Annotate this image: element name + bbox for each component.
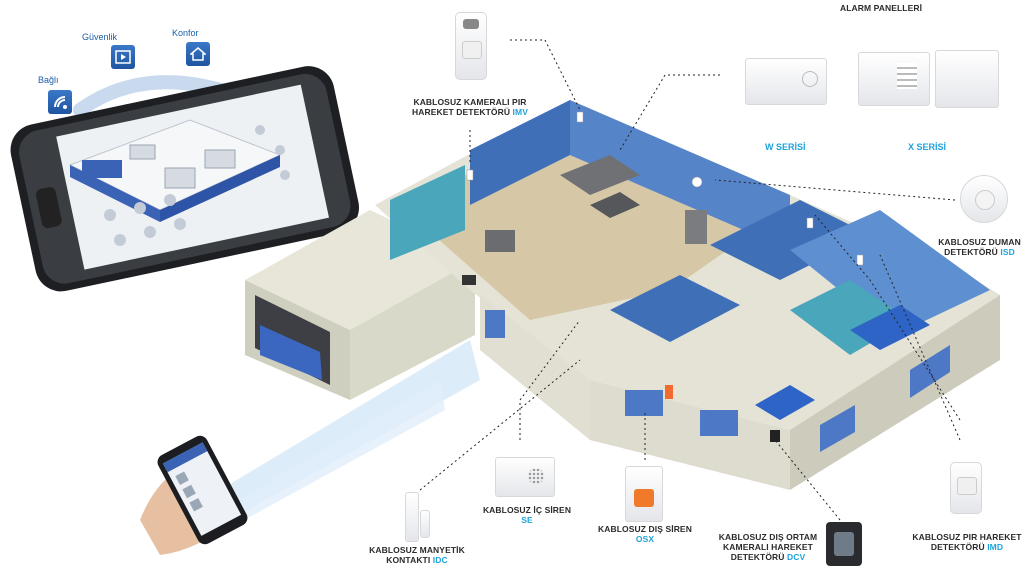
house-illustration	[245, 100, 1000, 490]
wifi-icon[interactable]	[48, 90, 72, 114]
se-code: SE	[521, 515, 533, 525]
x-series-label: X SERİSİ	[908, 142, 947, 152]
smartphone-illustration	[10, 66, 359, 292]
isd-label: KABLOSUZ DUMAN DETEKTÖRÜ ISD	[938, 237, 1021, 257]
imd-device-image	[950, 462, 982, 514]
connector-imd	[814, 214, 961, 421]
se-label: KABLOSUZ İÇ SİREN SE	[472, 505, 582, 525]
connector-idc	[419, 359, 581, 491]
connector-imv	[510, 39, 581, 111]
connector-imd-2	[879, 254, 961, 441]
idc-code: IDC	[432, 555, 448, 565]
imd-code: IMD	[987, 542, 1004, 552]
video-icon[interactable]	[111, 45, 135, 69]
x-series-panel-image	[935, 50, 999, 108]
isd-code: ISD	[1000, 247, 1015, 257]
isd-device-image	[960, 175, 1008, 223]
idc-label: KABLOSUZ MANYETİK KONTAKTI IDC	[369, 545, 465, 565]
dcv-label: KABLOSUZ DIŞ ORTAM KAMERALI HAREKET DETE…	[718, 532, 818, 562]
w-series-label: W SERİSİ	[765, 142, 806, 152]
hand-phone-illustration	[140, 340, 480, 555]
app-label-connected: Bağlı	[38, 75, 59, 85]
dcv-code: DCV	[787, 552, 806, 562]
connector-se	[519, 319, 581, 440]
connector-dcv	[774, 439, 841, 521]
osx-device-image	[625, 466, 663, 522]
osx-code: OSX	[635, 534, 655, 544]
app-label-security: Güvenlik	[82, 32, 118, 42]
connector-isd	[714, 179, 956, 201]
imv-device-image	[455, 12, 487, 80]
x-series-keypad-image	[858, 52, 930, 106]
panels-title: ALARM PANELLERİ	[839, 3, 923, 13]
imd-label: KABLOSUZ PIR HAREKET DETEKTÖRÜ IMD	[912, 532, 1022, 552]
idc-magnet-image	[420, 510, 430, 538]
w-series-panel-image	[745, 58, 827, 105]
app-label-comfort: Konfor	[172, 28, 199, 38]
dcv-device-image	[826, 522, 862, 566]
imv-label: KABLOSUZ KAMERALI PIR HAREKET DETEKTÖRÜ …	[412, 97, 528, 117]
connector-panel	[619, 74, 720, 151]
se-device-image	[495, 457, 555, 497]
imv-code: IMV	[512, 107, 528, 117]
osx-label: KABLOSUZ DIŞ SİREN OSX	[590, 524, 700, 544]
home-icon[interactable]	[186, 42, 210, 66]
idc-device-image	[405, 492, 419, 542]
